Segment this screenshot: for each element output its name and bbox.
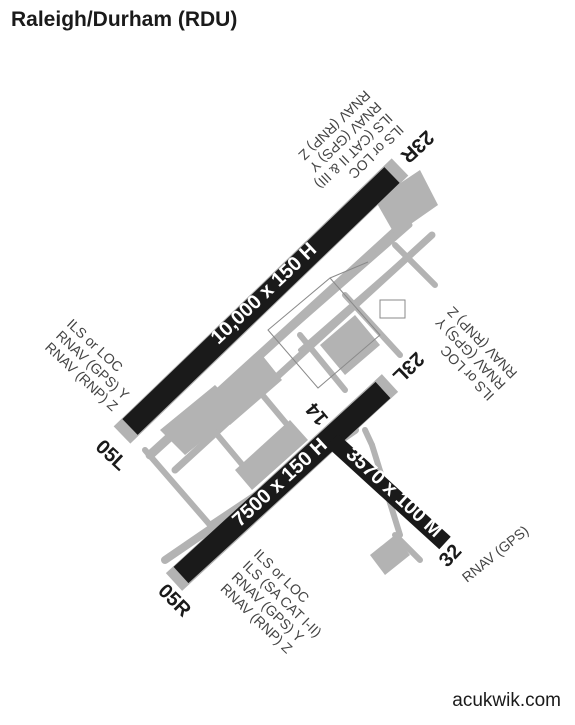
runway-label-14-32: 3570 x 100 M	[342, 443, 447, 542]
approaches-05L: ILS or LOC RNAV (GPS) Y RNAV (RNP) Z	[42, 315, 133, 414]
approaches-05R: ILS or LOC ILS (SA CAT I-II) RNAV (GPS) …	[218, 546, 325, 657]
page-title: Raleigh/Durham (RDU)	[11, 8, 238, 31]
runway-05R-23L[interactable]	[165, 374, 399, 591]
apron-areas	[160, 170, 438, 575]
runway-end-23L: 23L	[388, 347, 428, 387]
runway-end-05R: 05R	[153, 580, 195, 622]
approaches-23L: ILS or LOC RNAV (GPS) Y RNAV (RNP) Z	[432, 303, 521, 404]
approach-32-1: RNAV (GPS)	[459, 522, 532, 585]
runway-end-05L: 05L	[91, 436, 131, 476]
approaches-32: RNAV (GPS)	[459, 522, 532, 585]
runway-label-05L-23R: 10,000 x 150 H	[207, 239, 321, 349]
building-outlines	[267, 261, 381, 389]
runway-05L-23R[interactable]	[113, 158, 409, 444]
source-watermark[interactable]: acukwik.com	[452, 690, 561, 711]
runway-14-32[interactable]	[326, 433, 451, 550]
